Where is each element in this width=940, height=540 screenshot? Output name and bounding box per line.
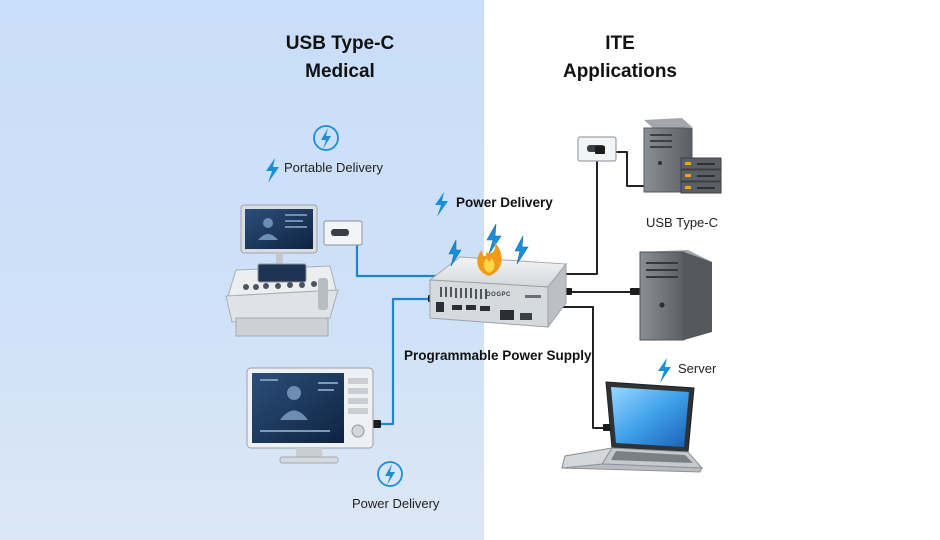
medical-heading-line2: Medical — [305, 61, 375, 82]
portable-delivery-label: Portable Delivery — [284, 160, 383, 175]
usb-c-plug — [372, 420, 381, 428]
usb-c-plug — [603, 424, 611, 431]
medical-heading: USB Type-C Medical — [255, 30, 425, 86]
usb-c-wall-port-right — [577, 136, 617, 162]
laptop — [561, 381, 704, 473]
medical-monitor — [246, 367, 374, 464]
lightning-bolt-circle-icon — [313, 125, 339, 151]
psu-brand-text: OOGPC — [486, 292, 511, 298]
cable-ultrasound-to-psu — [355, 231, 442, 278]
cables — [355, 151, 645, 429]
ite-heading-line2: Applications — [562, 61, 677, 82]
lightning-bolt-icon — [435, 192, 448, 217]
ite-heading: ITE Applications — [540, 30, 700, 86]
ite-heading-line1: ITE — [605, 33, 635, 54]
lightning-bolt-icon — [266, 158, 279, 183]
medical-heading-line1: USB Type-C — [285, 33, 395, 54]
flame-icon — [477, 242, 502, 276]
server-label: Server — [678, 361, 717, 376]
usb-c-wall-port-left — [323, 220, 363, 246]
lightning-bolt-circle-icon — [377, 461, 403, 487]
programmable-power-supply-label: Programmable Power Supply — [404, 348, 592, 363]
usb-type-c-label: USB Type-C — [646, 215, 719, 230]
server-rack — [680, 157, 722, 194]
usb-c-plug — [630, 288, 640, 295]
lightning-bolt-icon — [658, 358, 671, 383]
lightning-bolt-icon — [448, 239, 462, 267]
cable-psu-to-wallport — [565, 157, 598, 275]
programmable-power-supply-unit — [428, 256, 567, 329]
desktop-tower — [639, 250, 712, 341]
cable-monitor-to-psu — [374, 297, 430, 426]
power-delivery-top-label: Power Delivery — [456, 195, 553, 210]
lightning-bolt-icon — [514, 235, 529, 265]
power-delivery-bottom-label: Power Delivery — [352, 496, 440, 511]
ultrasound-machine — [225, 204, 339, 337]
cable-psu-to-laptop — [544, 306, 608, 429]
